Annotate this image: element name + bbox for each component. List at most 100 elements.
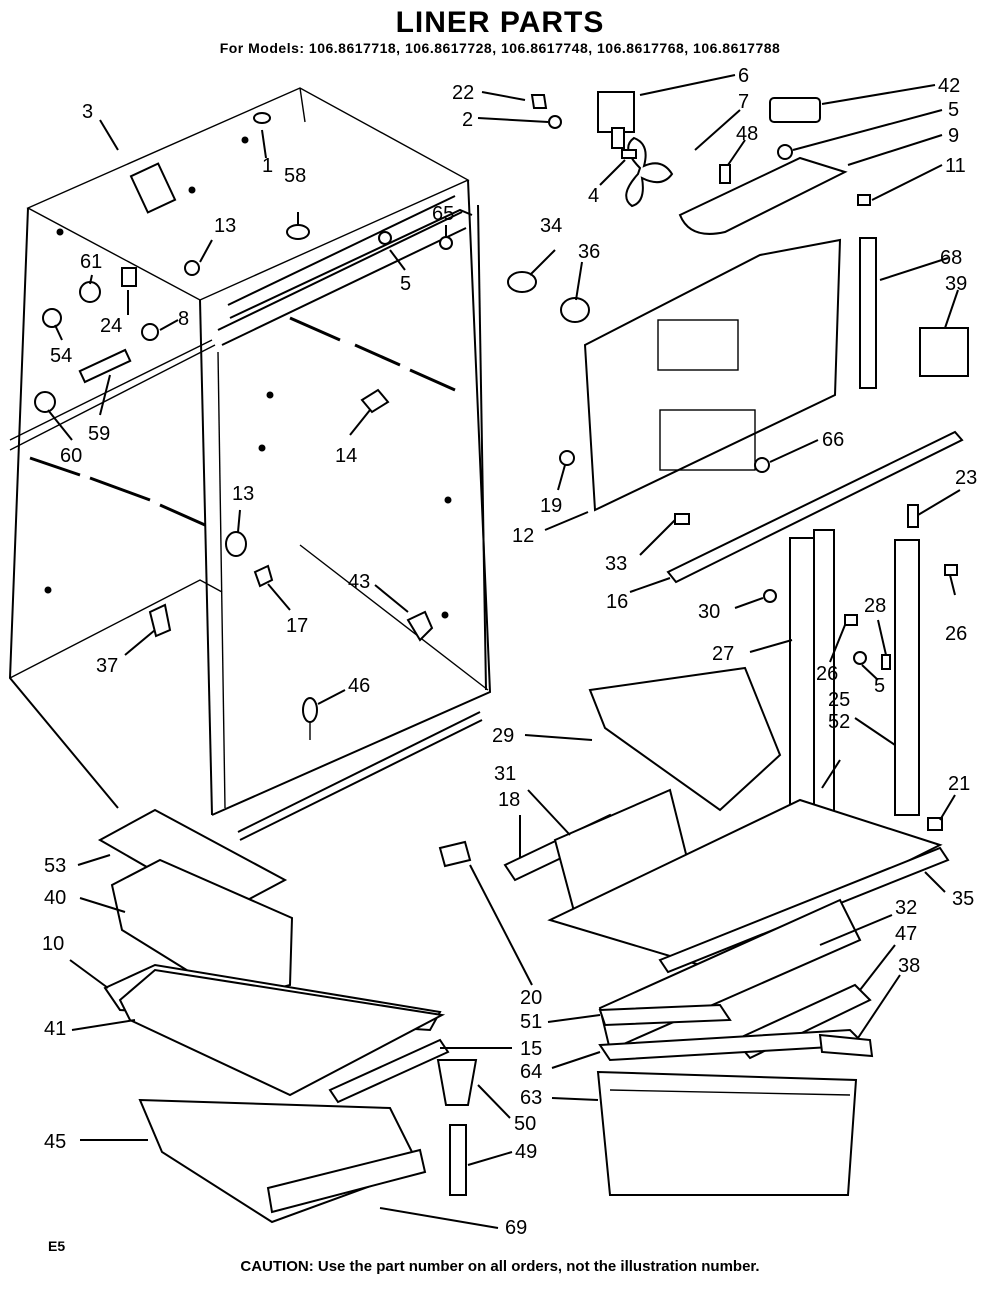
callout-66: 66 — [822, 429, 844, 451]
part-36-bulb — [560, 297, 590, 323]
callout-22: 22 — [452, 82, 474, 104]
callout-26: 26 — [945, 623, 967, 645]
leader-lines — [47, 74, 961, 1229]
callout-26: 26 — [816, 663, 838, 685]
callout-20: 20 — [520, 987, 542, 1009]
part-9-fan-shroud — [678, 156, 848, 235]
part-30-screw — [763, 589, 777, 603]
callout-1: 1 — [262, 155, 273, 177]
part-54-knob — [42, 308, 62, 328]
part-48-screw — [719, 164, 731, 184]
callout-36: 36 — [578, 241, 600, 263]
callout-18: 18 — [498, 789, 520, 811]
part-22-screw — [530, 94, 548, 109]
part-38-trim — [818, 1033, 874, 1058]
part-34-socket — [507, 271, 537, 293]
callout-12: 12 — [512, 525, 534, 547]
part-12-evap-cover — [583, 238, 842, 512]
part-6-fan-motor — [597, 91, 635, 133]
part-25-shelf-support — [894, 539, 920, 816]
callout-45: 45 — [44, 1131, 66, 1153]
callout-52: 52 — [828, 711, 850, 733]
callout-34: 34 — [540, 215, 562, 237]
callout-28: 28 — [864, 595, 886, 617]
callout-30: 30 — [698, 601, 720, 623]
part-24-bracket — [121, 267, 137, 287]
evaporator-cover — [507, 237, 969, 525]
fresh-food-shelves — [438, 666, 950, 1196]
callout-53: 53 — [44, 855, 66, 877]
callout-61: 61 — [80, 251, 102, 273]
callout-47: 47 — [895, 923, 917, 945]
evaporator-fan-assembly — [530, 91, 871, 235]
callout-42: 42 — [938, 75, 960, 97]
callout-63: 63 — [520, 1087, 542, 1109]
callout-35: 35 — [952, 888, 974, 910]
part-69-handle — [266, 1148, 427, 1214]
part-61-knob — [79, 281, 101, 303]
callout-31: 31 — [494, 763, 516, 785]
callout-4: 4 — [588, 185, 599, 207]
caution-note: CAUTION: Use the part number on all orde… — [0, 1258, 1000, 1275]
part-14-cam — [360, 388, 390, 414]
callout-58: 58 — [284, 165, 306, 187]
callout-9: 9 — [948, 125, 959, 147]
part-23-screw — [907, 504, 919, 528]
callout-2: 2 — [462, 109, 473, 131]
callout-13: 13 — [232, 483, 254, 505]
diagram-code: E5 — [48, 1238, 66, 1254]
part-13-plug-upper — [184, 260, 200, 276]
callout-43: 43 — [348, 571, 370, 593]
part-39-defrost-control — [919, 327, 969, 377]
freezer-shelves-pans — [97, 808, 478, 1224]
part-60-knob — [34, 391, 56, 413]
part-15-trim — [328, 1038, 450, 1104]
callout-27: 27 — [712, 643, 734, 665]
part-58-bushing — [286, 224, 310, 240]
part-26-screw-b — [944, 564, 958, 576]
part-17-clip — [253, 564, 274, 588]
callout-7: 7 — [738, 91, 749, 113]
callout-37: 37 — [96, 655, 118, 677]
callout-54: 54 — [50, 345, 72, 367]
part-21-screw — [927, 817, 943, 831]
part-5-screw-a — [378, 231, 392, 245]
callout-69: 69 — [505, 1217, 527, 1239]
callout-5: 5 — [948, 99, 959, 121]
part-59-control-shaft — [78, 348, 132, 384]
part-37-bracket — [148, 603, 172, 638]
part-7-fan-blade — [625, 136, 674, 208]
callout-23: 23 — [955, 467, 977, 489]
callout-65: 65 — [432, 203, 454, 225]
callout-13: 13 — [214, 215, 236, 237]
part-66-plug — [754, 457, 770, 473]
part-8-bushing — [141, 323, 159, 341]
liner-cabinet — [8, 87, 492, 841]
callout-6: 6 — [738, 65, 749, 87]
part-1-light-socket — [253, 112, 271, 124]
callout-33: 33 — [605, 553, 627, 575]
callout-38: 38 — [898, 955, 920, 977]
callout-10: 10 — [42, 933, 64, 955]
callout-5: 5 — [400, 273, 411, 295]
part-2-grommet — [548, 115, 562, 129]
callout-64: 64 — [520, 1061, 542, 1083]
part-26-screw-a — [844, 614, 858, 626]
part-46-drain-plug — [302, 697, 318, 723]
part-5-screw-c — [853, 651, 867, 665]
callout-32: 32 — [895, 897, 917, 919]
callout-41: 41 — [44, 1018, 66, 1040]
caution-text: Use the part number on all orders, not t… — [317, 1258, 760, 1275]
callout-39: 39 — [945, 273, 967, 295]
part-19-plug — [559, 450, 575, 466]
part-11-screw — [857, 194, 871, 206]
part-52-shelf — [547, 798, 943, 967]
part-41-shelf — [118, 968, 446, 1097]
callout-46: 46 — [348, 675, 370, 697]
callout-11: 11 — [945, 155, 966, 177]
callout-8: 8 — [178, 308, 189, 330]
part-35-trim — [658, 846, 950, 974]
callout-59: 59 — [88, 423, 110, 445]
callout-16: 16 — [606, 591, 628, 613]
